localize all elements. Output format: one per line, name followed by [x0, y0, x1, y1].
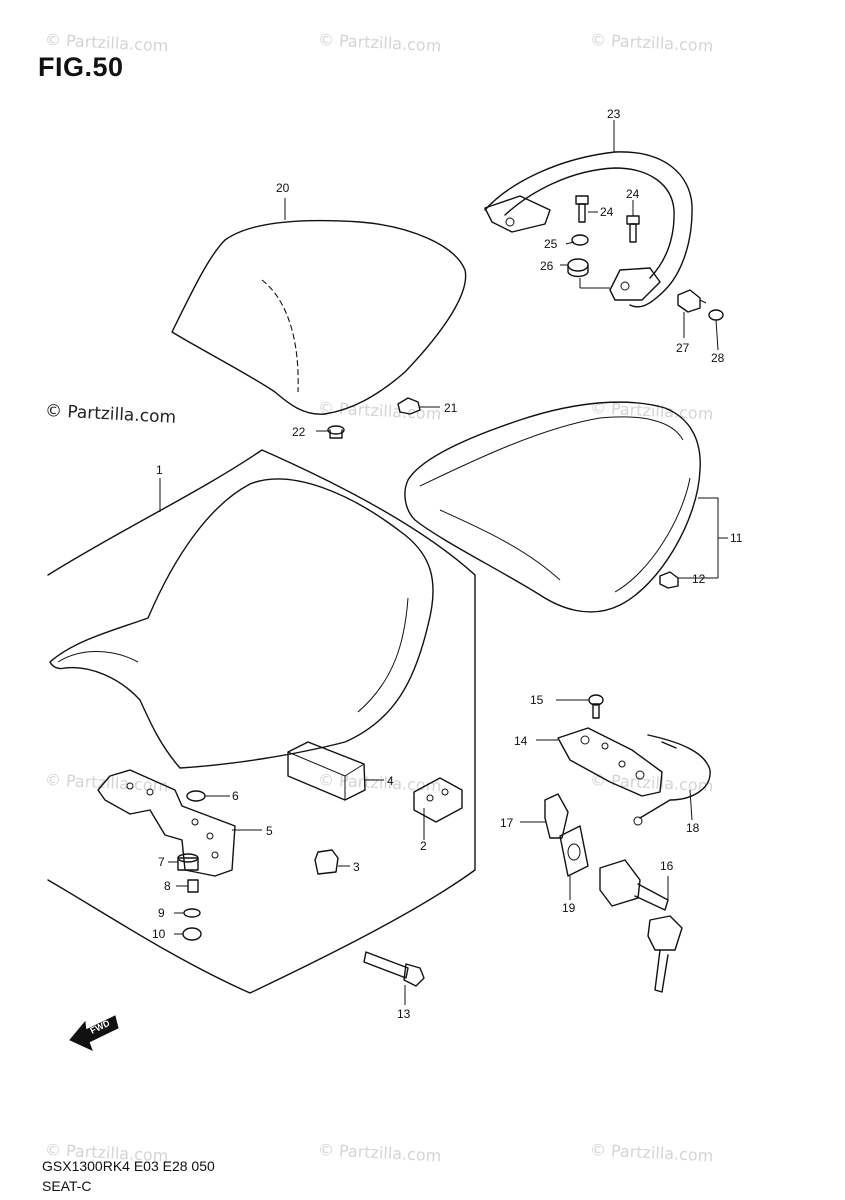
part-8-collar[interactable]: [187, 879, 199, 893]
part-14-lock-plate[interactable]: [557, 727, 663, 797]
callout-5[interactable]: 5: [266, 824, 273, 838]
callout-26[interactable]: 26: [540, 259, 554, 273]
part-18-cable[interactable]: [633, 734, 711, 826]
part-21-grommet[interactable]: [397, 397, 421, 415]
callout-28[interactable]: 28: [711, 351, 725, 365]
callout-17[interactable]: 17: [500, 816, 514, 830]
part-24-bolt-a[interactable]: [575, 195, 589, 223]
part-23-grab-rail[interactable]: [484, 151, 693, 308]
callout-25[interactable]: 25: [544, 237, 558, 251]
section-name: SEAT-C: [42, 1178, 92, 1194]
model-code: GSX1300RK4 E03 E28 050: [42, 1158, 215, 1174]
callout-3[interactable]: 3: [353, 860, 360, 874]
part-19-holder[interactable]: [559, 825, 589, 877]
callout-20[interactable]: 20: [276, 181, 290, 195]
fwd-arrow: FWD: [69, 1015, 119, 1051]
part-7-cushion[interactable]: [177, 853, 199, 871]
callout-23[interactable]: 23: [607, 107, 621, 121]
callout-9[interactable]: 9: [158, 906, 165, 920]
callout-21[interactable]: 21: [444, 401, 458, 415]
callout-11[interactable]: 11: [730, 531, 743, 545]
part-20-seat-cover[interactable]: [171, 219, 467, 415]
part-9-washer[interactable]: [183, 908, 201, 918]
callout-labels: 20 1 23 24 24 25 26 27 28 21 22 11 12 4 …: [152, 107, 743, 1021]
callout-24-b[interactable]: 24: [626, 187, 640, 201]
callout-13[interactable]: 13: [397, 1007, 411, 1021]
callout-24-a[interactable]: 24: [600, 205, 614, 219]
callout-1[interactable]: 1: [156, 463, 163, 477]
part-1-front-seat[interactable]: [47, 449, 476, 994]
callout-15[interactable]: 15: [530, 693, 544, 707]
callout-22[interactable]: 22: [292, 425, 306, 439]
part-27-fitting[interactable]: [677, 289, 707, 313]
part-15-screw[interactable]: [588, 694, 604, 719]
part-16-lock-set[interactable]: [599, 859, 683, 993]
part-24-bolt-b[interactable]: [626, 215, 640, 243]
part-11-rear-cowl[interactable]: [404, 401, 701, 613]
callout-2[interactable]: 2: [420, 839, 427, 853]
callout-7[interactable]: 7: [158, 855, 165, 869]
part-12-grommet[interactable]: [659, 571, 679, 589]
callout-27[interactable]: 27: [676, 341, 690, 355]
callout-14[interactable]: 14: [514, 734, 528, 748]
callout-12[interactable]: 12: [692, 572, 706, 586]
part-17-clip[interactable]: [544, 793, 569, 839]
callout-16[interactable]: 16: [660, 859, 674, 873]
callout-4[interactable]: 4: [387, 774, 394, 788]
part-6-nut[interactable]: [186, 790, 206, 802]
part-5-bracket[interactable]: [97, 769, 236, 877]
callout-8[interactable]: 8: [164, 879, 171, 893]
part-25-washer[interactable]: [571, 234, 589, 246]
part-3-damper[interactable]: [314, 849, 339, 875]
figure-title: FIG.50: [38, 52, 124, 82]
part-28-cap[interactable]: [708, 309, 724, 321]
callout-6[interactable]: 6: [232, 789, 239, 803]
part-22-damper[interactable]: [327, 425, 345, 439]
part-4-pad[interactable]: [287, 741, 366, 801]
leader-lines: [159, 120, 728, 1005]
callout-19[interactable]: 19: [562, 901, 576, 915]
callout-10[interactable]: 10: [152, 927, 166, 941]
part-10-nut[interactable]: [182, 927, 202, 941]
part-13-bolt[interactable]: [363, 951, 425, 987]
callout-18[interactable]: 18: [686, 821, 700, 835]
part-2-cushion[interactable]: [413, 777, 463, 823]
part-26-cushion[interactable]: [567, 258, 589, 278]
